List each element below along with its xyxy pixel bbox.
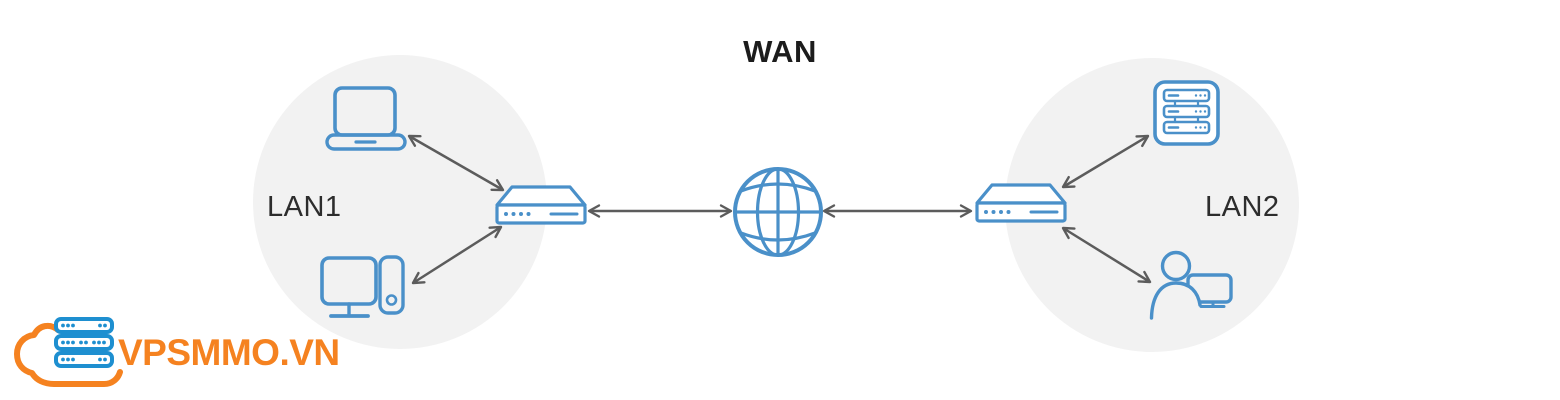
- desktop-pc-icon: [320, 255, 405, 318]
- lan2-label: LAN2: [1205, 191, 1280, 223]
- router1-icon: [495, 185, 587, 225]
- router2-icon: [975, 183, 1067, 223]
- cloud-server-logo-icon: [14, 317, 123, 387]
- user-workstation-icon: [1149, 250, 1233, 320]
- arrow-desktop-router1: [411, 225, 503, 285]
- brand-logo: VPSMMO.VN: [14, 310, 354, 396]
- connection-arrows: [407, 134, 1152, 285]
- arrow-router2-server: [1061, 134, 1150, 189]
- brand-logo-text: VPSMMO.VN: [118, 332, 340, 373]
- arrow-laptop-router1: [407, 134, 505, 192]
- laptop-icon: [325, 86, 407, 151]
- arrow-router2-user: [1061, 226, 1152, 284]
- wan-title: WAN: [743, 34, 817, 69]
- internet-globe-icon: [733, 167, 823, 257]
- server-rack-icon: [1153, 80, 1220, 146]
- lan1-label: LAN1: [267, 191, 342, 223]
